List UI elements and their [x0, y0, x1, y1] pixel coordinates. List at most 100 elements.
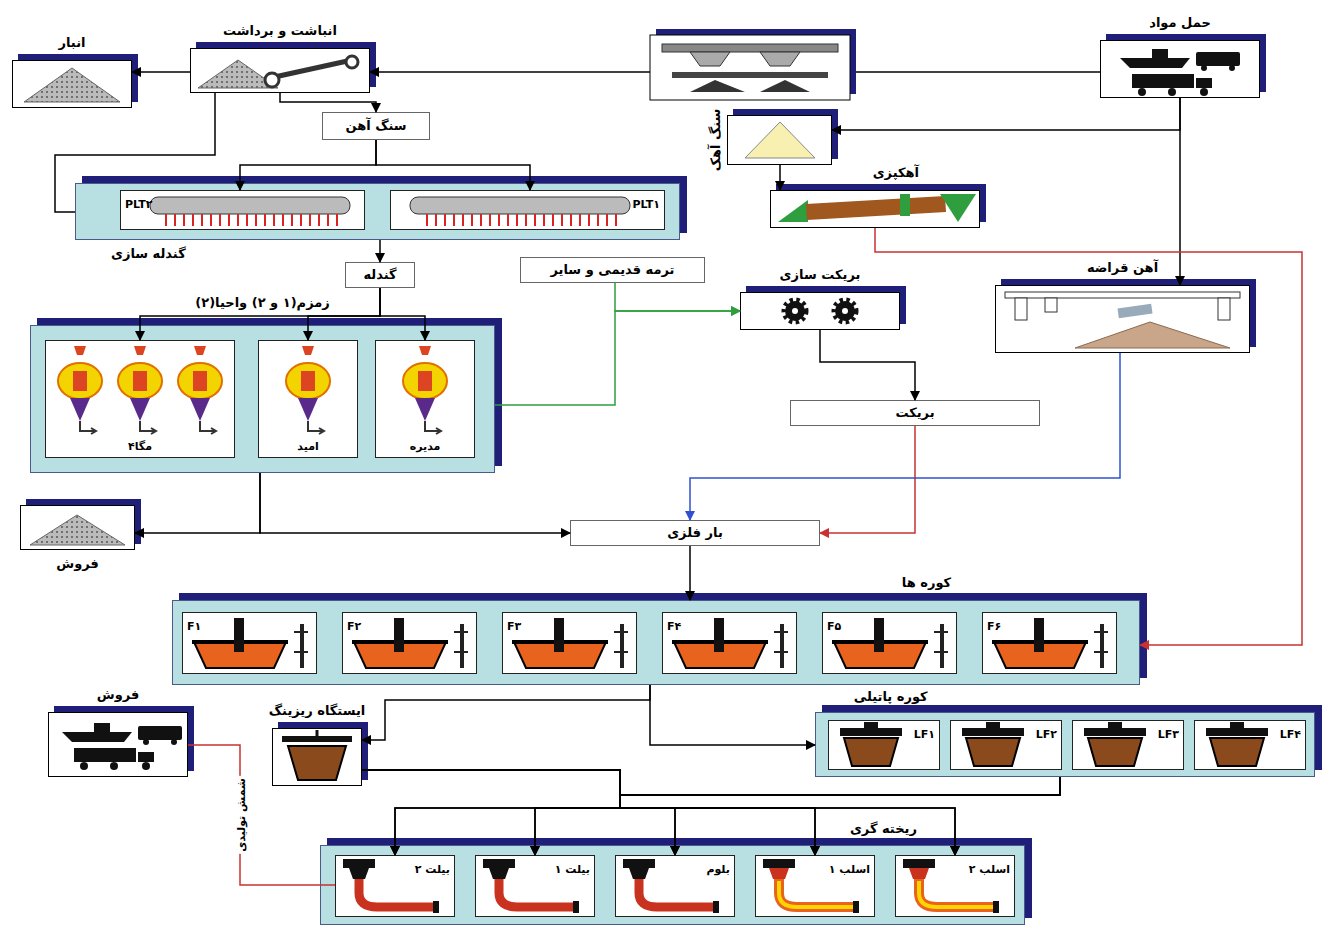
unit-cell: LF۲	[950, 720, 1062, 770]
label-holder: کوره ها	[902, 572, 951, 591]
furnace-icon	[352, 618, 468, 668]
unit-label: LF۳	[1158, 728, 1179, 741]
label-holder: F۴	[667, 615, 681, 634]
process-box: ترمه قدیمی و سایر	[520, 257, 705, 283]
unit-cell: F۶	[982, 612, 1117, 674]
label-holder: گندله سازی	[111, 243, 186, 262]
label-holder: فروش	[97, 684, 140, 703]
flow-connector	[395, 777, 1060, 855]
reclaimer-icon	[198, 56, 358, 88]
flow-connector	[308, 288, 380, 340]
flow-connector	[362, 770, 815, 855]
flow-connector	[260, 473, 570, 533]
rinsing-station-icon	[288, 746, 346, 780]
unit-label: مدیره	[410, 440, 441, 453]
scrap-yard-icon	[1218, 298, 1230, 320]
label-holder: انباشت و برداشت	[223, 20, 337, 39]
reduction-module-icon	[178, 346, 222, 434]
unit-box: فروش	[48, 712, 188, 777]
flow-connector	[135, 473, 260, 533]
scrap-yard-icon	[1075, 322, 1230, 348]
unit-label: آهکپزی	[873, 165, 919, 180]
label-holder: F۵	[827, 615, 841, 634]
reduction-module-icon	[58, 346, 447, 434]
label-holder: فروش	[56, 553, 99, 572]
caster-icon	[343, 859, 439, 913]
crusher-icon	[656, 29, 856, 94]
plant-panel: ریخته گریبیلت ۲بیلت ۱بلوماسلب ۱اسلب ۲	[320, 845, 1025, 925]
flow-connector	[380, 288, 425, 340]
scrap-yard-icon	[1005, 292, 1240, 298]
label-holder: بیلت ۱	[555, 858, 590, 877]
unit-label: زمزم(۱ و ۲) واحیا(۲)	[195, 295, 330, 310]
flow-connector	[615, 283, 740, 311]
flow-connector	[362, 770, 620, 855]
sale-truck-icon	[62, 723, 182, 770]
label-holder: کوره پاتیلی	[854, 686, 928, 705]
flow-connector	[362, 770, 675, 855]
unit-label: بلوم	[706, 863, 730, 876]
label-holder: ایستگاه ریزینگ	[269, 700, 365, 719]
label-holder: F۶	[987, 615, 1001, 634]
ladle-furnace-icon	[840, 722, 1268, 766]
unit-cell: LF۳	[1072, 720, 1184, 770]
unit-label: حمل مواد	[1149, 15, 1211, 30]
box-label: بریکت	[895, 405, 934, 421]
label-holder: آهکپزی	[873, 162, 919, 181]
briquette-machine-icon	[785, 301, 805, 321]
label-holder: امید	[297, 435, 318, 454]
process-box: بار فلزی	[570, 520, 820, 546]
crusher-icon	[650, 29, 856, 100]
label-holder: ریخته گری	[850, 818, 917, 837]
unit-box: انبار	[12, 60, 132, 108]
sale-truck-icon	[62, 723, 182, 770]
unit-label: F۱	[187, 620, 201, 633]
reduction-module-icon	[118, 346, 162, 434]
unit-label: F۳	[507, 620, 521, 633]
flow-connector	[1179, 98, 1181, 285]
unit-cell: F۲	[342, 612, 477, 674]
flow-connector	[495, 311, 740, 405]
box-label: سنگ آهن	[345, 118, 406, 134]
unit-box: حمل مواد	[1100, 40, 1260, 98]
furnace-icon	[832, 618, 948, 668]
crusher-icon	[690, 52, 800, 66]
reduction-module-icon	[403, 346, 447, 434]
unit-cell: F۳	[502, 612, 637, 674]
reclaimer-icon	[270, 60, 352, 78]
label-holder: اسلب ۱	[829, 858, 870, 877]
label-holder: انبار	[58, 32, 85, 51]
unit-cell: PLT۲	[120, 190, 365, 230]
label-holder: آهن قراضه	[1087, 257, 1158, 276]
unit-label: کوره ها	[902, 575, 951, 590]
transport-icon	[1120, 49, 1240, 96]
unit-label: اسلب ۲	[969, 863, 1010, 876]
unit-label: بیلت ۱	[555, 863, 590, 876]
pellet-machine-icon	[150, 197, 630, 226]
label-holder: شمش تولیدی	[230, 776, 250, 854]
unit-cell: بلوم	[615, 855, 735, 917]
unit-cell: F۱	[182, 612, 317, 674]
unit-label: کوره پاتیلی	[854, 689, 928, 704]
flow-connector	[370, 71, 1100, 73]
flow-connector	[280, 93, 376, 112]
unit-label: سنگ آهک	[708, 109, 723, 172]
unit-cell: PLT۱	[390, 190, 665, 230]
label-holder: PLT۲	[125, 193, 152, 212]
box-label: بار فلزی	[667, 525, 723, 541]
crusher-icon	[650, 35, 850, 100]
label-holder: LF۳	[1158, 723, 1179, 742]
ladle-furnace-icon	[962, 722, 1024, 766]
unit-label: گندله سازی	[111, 246, 186, 261]
label-holder: سنگ آهک	[705, 109, 724, 172]
crusher-icon	[662, 44, 838, 52]
unit-box: آهکپزی	[770, 190, 980, 228]
briquette-machine-icon	[792, 308, 798, 314]
unit-label: مگا۴	[128, 440, 152, 453]
label-holder: زمزم(۱ و ۲) واحیا(۲)	[195, 292, 330, 311]
label-holder: بیلت ۲	[415, 858, 450, 877]
label-holder: اسلب ۲	[969, 858, 1010, 877]
